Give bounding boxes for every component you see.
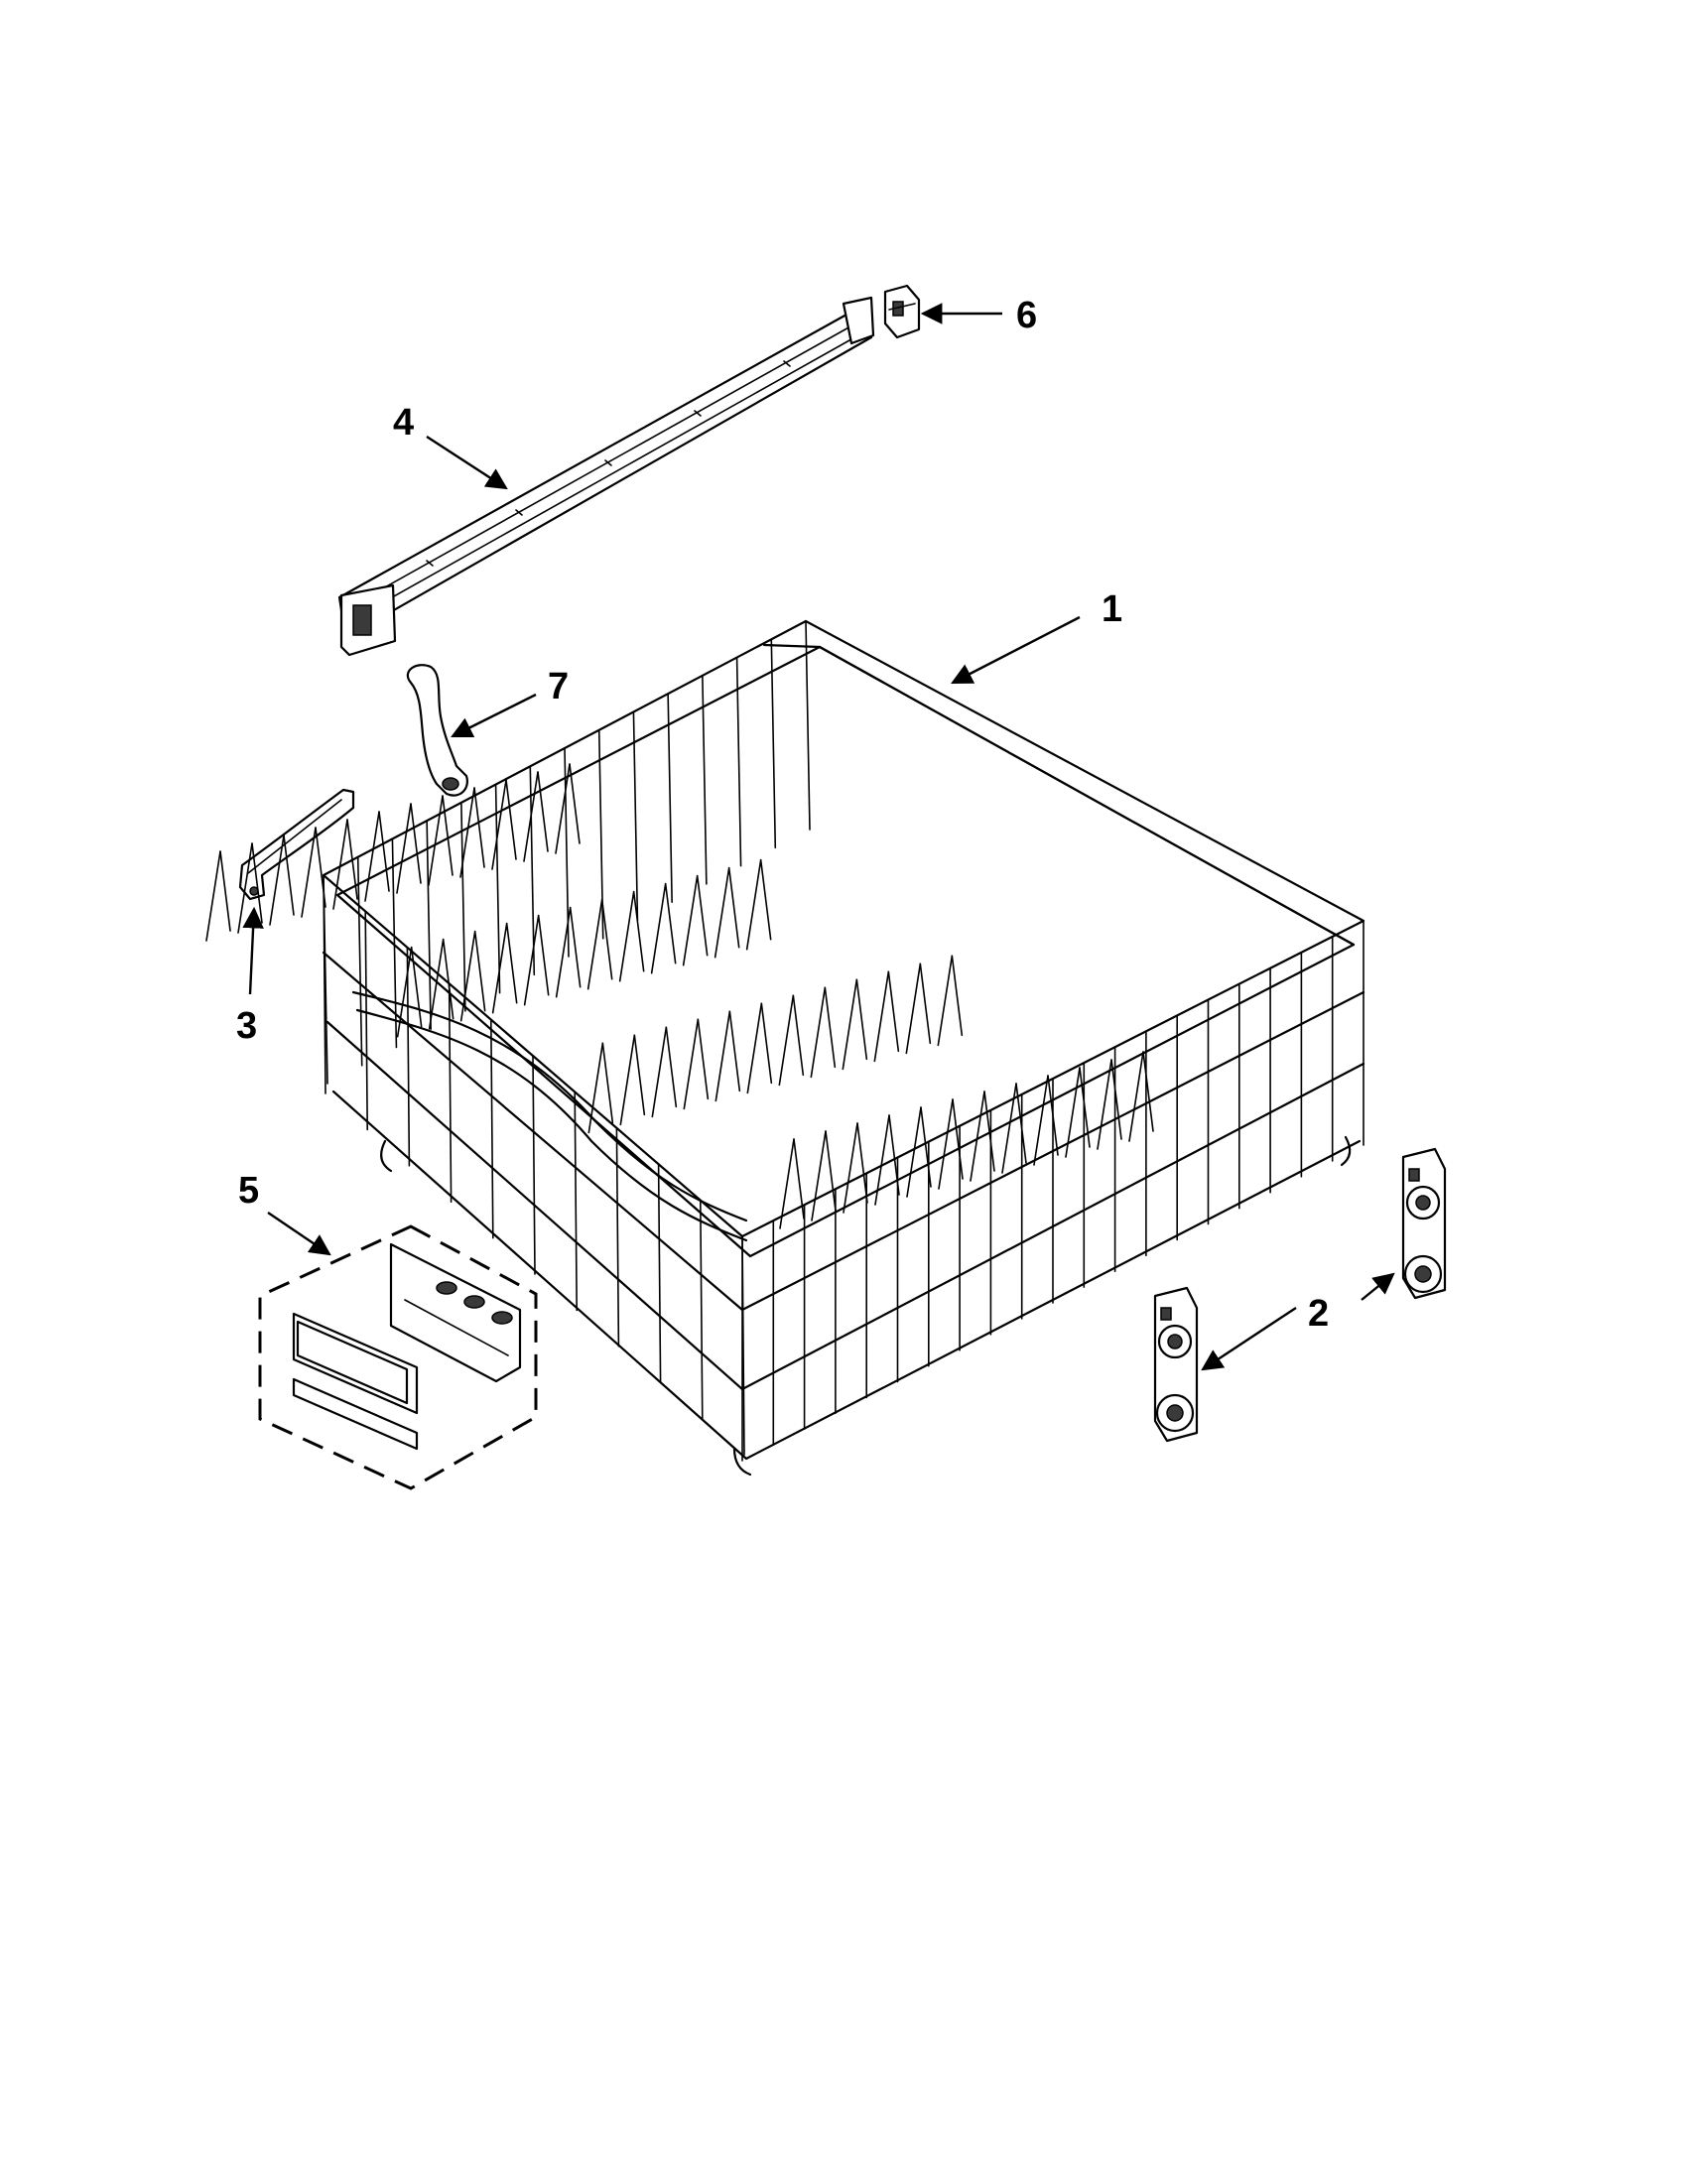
callout-3: 3 — [236, 1005, 257, 1047]
leader-4 — [426, 435, 508, 490]
leader-2b — [1361, 1272, 1395, 1301]
leader-lines — [242, 303, 1395, 1371]
upper-dishrack — [205, 619, 1365, 1477]
callout-6: 6 — [1016, 295, 1037, 336]
handle-assembly — [258, 1224, 538, 1490]
callout-1: 1 — [1102, 588, 1122, 630]
leader-5 — [267, 1212, 331, 1256]
rail-end-cap — [883, 284, 921, 339]
callout-4: 4 — [393, 402, 414, 444]
callout-7: 7 — [548, 666, 569, 707]
leader-1 — [951, 615, 1081, 685]
leader-2a — [1201, 1306, 1297, 1371]
callout-5: 5 — [238, 1170, 259, 1212]
rack-wheel-rear — [1401, 1147, 1447, 1300]
leader-7 — [451, 693, 537, 738]
adjuster-clip — [406, 664, 468, 797]
callout-2: 2 — [1308, 1293, 1329, 1335]
rack-rail — [337, 296, 875, 657]
callout-labels: 1 2 3 4 5 6 7 — [236, 295, 1329, 1335]
rack-wheel-front — [1153, 1286, 1199, 1443]
leader-3 — [242, 906, 264, 995]
